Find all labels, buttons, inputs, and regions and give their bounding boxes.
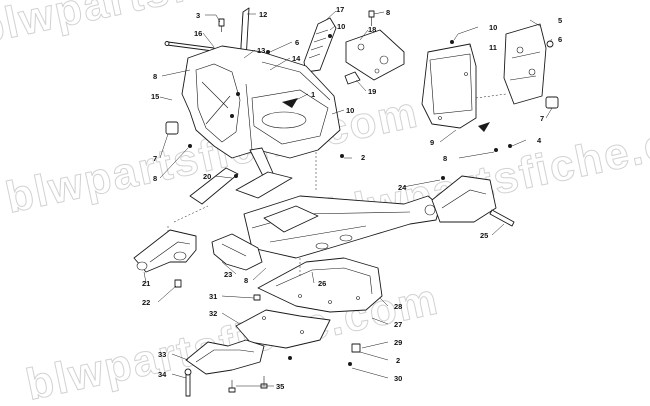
hardware-markers bbox=[188, 34, 512, 366]
callout-27: 27 bbox=[394, 320, 402, 329]
part-35-screws bbox=[228, 376, 268, 393]
part-25-bolt bbox=[489, 209, 515, 227]
frame-tubing bbox=[189, 147, 293, 205]
callout-13: 13 bbox=[257, 46, 265, 55]
part-7-block-left bbox=[165, 121, 179, 135]
callout-34: 34 bbox=[158, 370, 167, 379]
callout-20: 20 bbox=[203, 172, 211, 181]
callout-25: 25 bbox=[480, 231, 488, 240]
callout-30: 30 bbox=[394, 374, 402, 383]
part-6-nut-right bbox=[546, 40, 554, 48]
part-24-mount-bracket bbox=[431, 175, 497, 223]
phantom-lines bbox=[167, 93, 507, 276]
part-31-bolt bbox=[253, 294, 261, 301]
callout-5: 5 bbox=[558, 16, 562, 25]
part-1-front-frame bbox=[181, 45, 341, 159]
callout-8: 8 bbox=[244, 276, 248, 285]
part-19-clip bbox=[344, 71, 361, 85]
callout-10: 10 bbox=[337, 22, 345, 31]
callout-10: 10 bbox=[346, 106, 354, 115]
callout-26: 26 bbox=[318, 279, 326, 288]
part-33-bracket bbox=[185, 339, 265, 375]
callout-19: 19 bbox=[368, 87, 376, 96]
callout-9: 9 bbox=[430, 138, 434, 147]
callout-22: 22 bbox=[142, 298, 150, 307]
part-9-housing bbox=[421, 43, 477, 129]
callout-33: 33 bbox=[158, 350, 166, 359]
part-29-spacer bbox=[351, 343, 361, 353]
callout-24: 24 bbox=[398, 183, 407, 192]
callout-32: 32 bbox=[209, 309, 217, 318]
callout-8: 8 bbox=[443, 154, 447, 163]
part-18-plate bbox=[345, 29, 405, 81]
part-22-nut bbox=[174, 279, 182, 288]
callout-31: 31 bbox=[209, 292, 217, 301]
callout-18: 18 bbox=[368, 25, 376, 34]
callout-1: 1 bbox=[311, 90, 315, 99]
callouts: 3 12 17 8 16 10 18 6 13 14 8 19 15 1 10 … bbox=[142, 5, 562, 391]
callout-3: 3 bbox=[196, 11, 200, 20]
callout-7: 7 bbox=[540, 114, 544, 123]
callout-29: 29 bbox=[394, 338, 402, 347]
callout-4: 4 bbox=[537, 136, 542, 145]
callout-2: 2 bbox=[361, 153, 365, 162]
chassis-crossmember bbox=[243, 195, 441, 259]
callout-8: 8 bbox=[153, 174, 157, 183]
part-34-bolt bbox=[184, 368, 192, 397]
part-3-screw bbox=[218, 18, 225, 32]
callout-10: 10 bbox=[489, 23, 497, 32]
callout-8: 8 bbox=[153, 72, 157, 81]
callout-35: 35 bbox=[276, 382, 284, 391]
callout-6: 6 bbox=[558, 35, 562, 44]
callout-2: 2 bbox=[396, 356, 400, 365]
callout-7: 7 bbox=[153, 154, 157, 163]
part-16-rod bbox=[164, 41, 215, 52]
callout-16: 16 bbox=[194, 29, 202, 38]
part-5-bracket bbox=[503, 23, 547, 105]
callout-23: 23 bbox=[224, 270, 232, 279]
callout-14: 14 bbox=[292, 54, 301, 63]
callout-17: 17 bbox=[336, 5, 344, 14]
callout-11: 11 bbox=[489, 43, 497, 52]
part-23-bracket bbox=[211, 233, 263, 271]
part-7-block-right bbox=[545, 96, 559, 109]
leader-lines bbox=[143, 10, 553, 387]
callout-12: 12 bbox=[259, 10, 267, 19]
part-8-screw-top bbox=[368, 10, 375, 26]
part-21-bracket-assembly bbox=[133, 229, 197, 273]
part-17-pad bbox=[303, 17, 337, 73]
callout-8: 8 bbox=[386, 8, 390, 17]
callout-15: 15 bbox=[151, 92, 159, 101]
callout-21: 21 bbox=[142, 279, 150, 288]
callout-6: 6 bbox=[295, 38, 299, 47]
callout-28: 28 bbox=[394, 302, 402, 311]
